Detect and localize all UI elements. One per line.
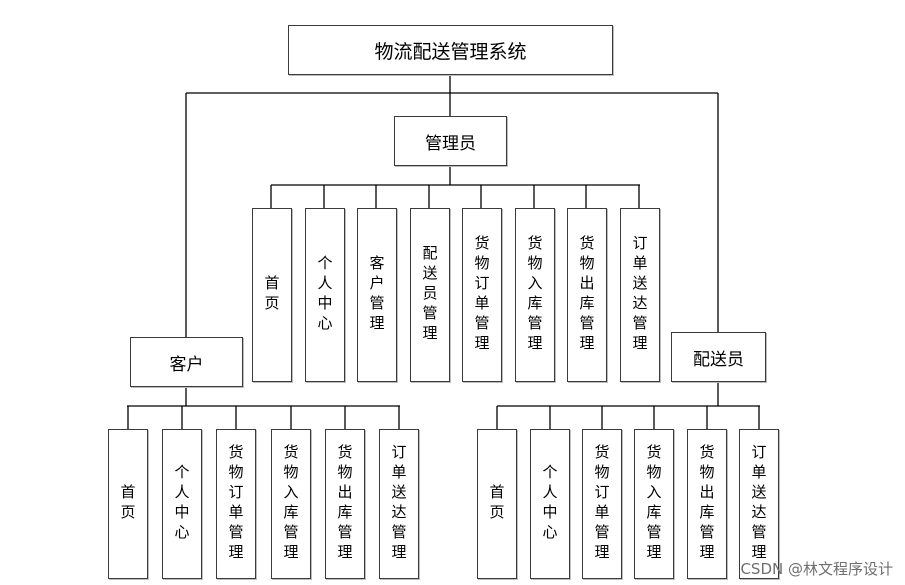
admin-module-delivery: 订单送达管理 — [620, 208, 660, 382]
admin-module-customers: 客户管理 — [357, 208, 397, 382]
courier-module-stock-out: 货物出库管理 — [687, 429, 727, 579]
admin-node: 管理员 — [394, 116, 507, 166]
admin-module-stock-out: 货物出库管理 — [567, 208, 607, 382]
courier-module-orders: 货物订单管理 — [582, 429, 622, 579]
root-node: 物流配送管理系统 — [288, 25, 613, 75]
customer-module-orders: 货物订单管理 — [216, 429, 256, 579]
watermark-text: CSDN @林文程序设计 — [740, 560, 893, 578]
customer-module-stock-out: 货物出库管理 — [325, 429, 365, 579]
customer-node: 客户 — [130, 337, 243, 387]
admin-module-home: 首页 — [252, 208, 292, 382]
admin-module-profile: 个人中心 — [305, 208, 345, 382]
customer-module-stock-in: 货物入库管理 — [271, 429, 311, 579]
customer-module-delivery: 订单送达管理 — [379, 429, 419, 579]
customer-module-profile: 个人中心 — [162, 429, 202, 579]
admin-module-stock-in: 货物入库管理 — [515, 208, 555, 382]
customer-module-home: 首页 — [108, 429, 148, 579]
courier-module-stock-in: 货物入库管理 — [634, 429, 674, 579]
courier-module-home: 首页 — [477, 429, 517, 579]
admin-module-orders: 货物订单管理 — [462, 208, 502, 382]
courier-node: 配送员 — [671, 332, 766, 382]
courier-module-profile: 个人中心 — [530, 429, 570, 579]
courier-module-delivery: 订单送达管理 — [739, 429, 779, 579]
admin-module-couriers: 配送员管理 — [410, 208, 450, 382]
